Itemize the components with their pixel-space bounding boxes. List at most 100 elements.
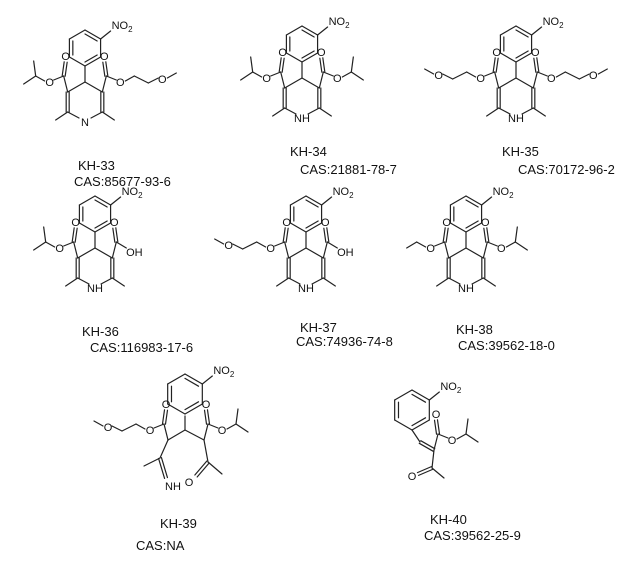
hydroxyl-label: OH	[126, 247, 143, 259]
bond	[184, 429, 205, 441]
bond	[77, 277, 90, 285]
carbonyl-oxygen: O	[282, 217, 291, 229]
bond	[532, 71, 538, 89]
bond	[71, 227, 75, 243]
bond	[533, 57, 537, 73]
nitro-group-label: NO2	[493, 186, 515, 200]
bond	[284, 107, 297, 115]
bond	[74, 227, 78, 243]
bond	[536, 71, 548, 77]
bond	[214, 238, 225, 245]
bond	[281, 57, 285, 73]
ester-oxygen: O	[55, 243, 64, 255]
bond	[530, 26, 543, 36]
bond	[94, 247, 113, 259]
bond	[320, 196, 333, 206]
bond	[102, 61, 106, 77]
nitro-group-label: NO2	[213, 365, 235, 379]
compound-id-kh40: KH-40	[430, 512, 467, 527]
bond	[250, 56, 254, 73]
bond	[167, 403, 186, 415]
bond	[111, 277, 125, 287]
bond	[33, 241, 47, 251]
compound-id-kh34: KH-34	[290, 144, 327, 159]
bond	[350, 71, 364, 81]
bond	[112, 227, 116, 243]
bond	[133, 75, 149, 84]
bond	[305, 247, 324, 259]
bond	[203, 439, 209, 463]
bond	[532, 107, 546, 117]
carbonyl-oxygen: O	[110, 217, 119, 229]
compound-cas-kh38: CAS:39562-18-0	[458, 338, 555, 353]
ester-oxygen: O	[45, 77, 54, 89]
bond	[84, 54, 98, 63]
bond	[482, 277, 496, 287]
bond	[207, 423, 219, 429]
bond	[101, 75, 107, 93]
bond	[471, 277, 484, 285]
carbonyl-oxygen: O	[278, 47, 287, 59]
bond	[322, 277, 336, 287]
bond	[434, 241, 446, 247]
bond	[515, 77, 534, 89]
bond	[161, 409, 166, 425]
bond	[515, 52, 533, 63]
carbonyl-oxygen: O	[317, 47, 326, 59]
bond	[514, 226, 518, 243]
bond	[147, 77, 159, 84]
bond	[164, 409, 169, 425]
carbonyl-oxygen: O	[71, 217, 80, 229]
bond	[495, 57, 499, 73]
bond	[285, 52, 303, 63]
compound-id-kh35: KH-35	[502, 144, 539, 159]
bond	[555, 71, 566, 78]
bond	[411, 419, 430, 431]
carbonyl-oxygen: O	[202, 399, 211, 411]
bond	[167, 429, 186, 441]
bond	[285, 227, 289, 243]
bond	[431, 449, 435, 469]
bond	[94, 195, 112, 206]
compound-cas-kh36: CAS:116983-17-6	[90, 340, 194, 355]
bond	[448, 247, 467, 259]
bond	[307, 107, 320, 115]
bond	[65, 277, 79, 287]
bond	[515, 25, 533, 36]
bond	[93, 420, 104, 427]
carbonyl-oxygen: O	[432, 409, 441, 421]
bond	[445, 227, 449, 243]
bond	[416, 241, 427, 248]
bond	[466, 71, 477, 78]
bond	[184, 373, 203, 385]
nitro-group-label: NO2	[440, 381, 462, 395]
bond	[33, 60, 37, 77]
bond	[167, 373, 186, 385]
bond	[135, 423, 146, 430]
bond	[196, 462, 210, 478]
compound-cas-kh40: CAS:39562-25-9	[424, 528, 521, 543]
bond	[289, 222, 307, 233]
bond	[160, 456, 169, 479]
bond	[100, 277, 113, 285]
bond	[442, 73, 454, 80]
bond	[166, 72, 177, 79]
bond	[424, 68, 435, 75]
bond	[597, 68, 608, 75]
ring-nh: NH	[294, 113, 310, 125]
bond	[416, 466, 433, 474]
bond	[411, 389, 430, 401]
bond	[184, 403, 203, 415]
carbonyl-oxygen: O	[492, 47, 501, 59]
bond	[564, 71, 580, 80]
ester-oxygen: O	[448, 435, 457, 447]
ester-oxygen: O	[116, 77, 125, 89]
nitro-group-label: NO2	[543, 16, 565, 30]
bond	[394, 419, 413, 431]
bond	[232, 243, 244, 250]
bond	[284, 241, 290, 259]
bond	[494, 71, 500, 89]
bond	[143, 457, 161, 467]
